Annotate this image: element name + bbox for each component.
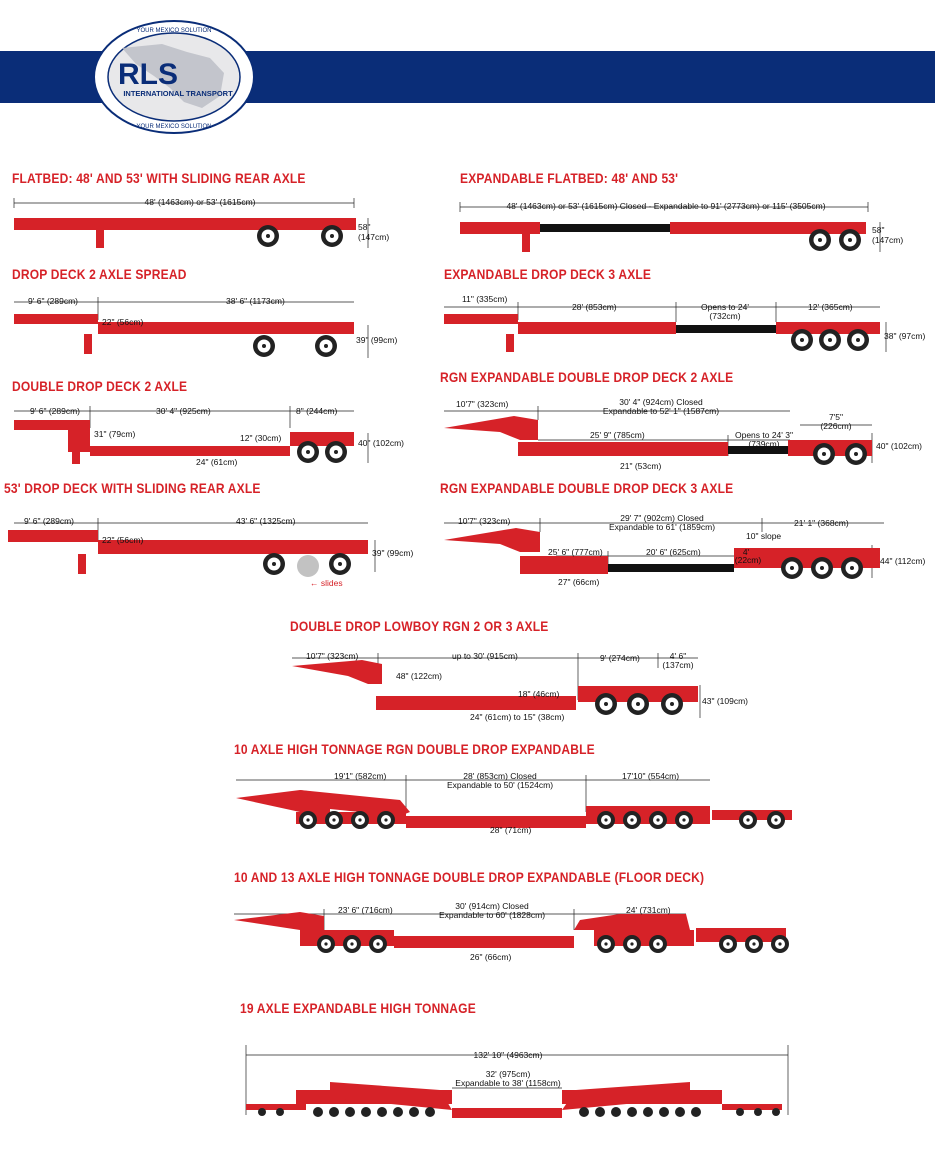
dim-label: 25' 6" (777cm) [548, 547, 603, 557]
dim-label: (226cm) [820, 421, 852, 431]
dim-label: Expandable to 52' 1" (1587cm) [602, 406, 720, 416]
dim-label: 18" (46cm) [518, 689, 560, 699]
mexico-map-icon [122, 44, 224, 108]
dim-label: 48' (1463cm) or 53' (1615cm) Closed - Ex… [506, 201, 826, 211]
dim-label: 10'7" (323cm) [456, 399, 509, 409]
dim-label: 43' 6" (1325cm) [236, 516, 296, 526]
dim-label: 58" [872, 225, 885, 235]
dim-label: 38' 6" (1173cm) [226, 296, 285, 306]
title-exp-flatbed: EXPANDABLE FLATBED: 48' AND 53' [460, 170, 679, 186]
dim-label: 9' (274cm) [600, 653, 640, 663]
dim-label: Opens to 24' [701, 302, 749, 312]
title-ten-axle: 10 AXLE HIGH TONNAGE RGN DOUBLE DROP EXP… [234, 741, 595, 757]
dim-label: 28" (71cm) [490, 825, 532, 835]
dim-label: 20' 6" (625cm) [646, 547, 701, 557]
dim-label: 9' 6" (289cm) [30, 406, 80, 416]
dim-label: up to 30' (915cm) [452, 651, 518, 661]
dim-label: 39" (99cm) [372, 548, 414, 558]
dim-label: 10" slope [746, 531, 782, 541]
dim-label: 9' 6" (289cm) [28, 296, 78, 306]
title-exp-dd3: EXPANDABLE DROP DECK 3 AXLE [444, 266, 652, 282]
dim-label: 40" (102cm) [358, 438, 405, 448]
dim-label: (732cm) [709, 311, 741, 321]
dim-label: 24" (61cm) [196, 457, 238, 467]
dim-label: 10'7" (323cm) [306, 651, 359, 661]
dim-label: 39" (99cm) [356, 335, 398, 345]
dim-label: 38" (97cm) [884, 331, 926, 341]
dim-label: 24' (731cm) [626, 905, 671, 915]
exp-flatbed-extension [540, 224, 670, 232]
title-dd2-spread: DROP DECK 2 AXLE SPREAD [12, 266, 187, 282]
dim-label: Expandable to 38' (1158cm) [455, 1078, 561, 1088]
dim-label: 29' 7" (902cm) Closed [620, 513, 704, 523]
dim-label: (739cm) [748, 439, 780, 449]
dim-label: 27" (66cm) [558, 577, 600, 587]
dim-label: 11" (335cm) [462, 294, 508, 304]
dim-label: 9' 6" (289cm) [24, 516, 74, 526]
dim-label: 4' 6" [669, 651, 687, 661]
dim-label: Expandable to 50' (1524cm) [446, 780, 554, 790]
dim-label: 30' (914cm) Closed [455, 901, 529, 911]
dim-label: 31" (79cm) [94, 429, 136, 439]
dim-label: 25' 9" (785cm) [590, 430, 645, 440]
dim-label: 30' 4" (924cm) Closed [619, 397, 703, 407]
rls-logo: YOUR MEXICO SOLUTION YOUR MEXICO SOLUTIO… [93, 20, 255, 134]
dim-label: 44" (112cm) [880, 556, 926, 566]
logo-subtitle: INTERNATIONAL TRANSPORT [123, 89, 233, 98]
dim-label: 4' [742, 547, 750, 557]
title-lowboy: DOUBLE DROP LOWBOY RGN 2 OR 3 AXLE [290, 618, 549, 634]
title-dd53: 53' DROP DECK WITH SLIDING REAR AXLE [4, 480, 261, 496]
dim-label: (22cm) [734, 555, 762, 565]
dim-label: 22" (56cm) [102, 317, 144, 327]
title-flatbed: FLATBED: 48' AND 53' WITH SLIDING REAR A… [12, 170, 306, 186]
logo-brand: RLS [118, 58, 178, 91]
dim-label: 132' 10" (4963cm) [473, 1050, 543, 1060]
dim-label: (137cm) [662, 660, 694, 670]
dim-label: 21' 1" (368cm) [794, 518, 849, 528]
flatbed-landing-gear [96, 230, 104, 248]
dim-label: 26" (66cm) [470, 952, 512, 962]
dim-label: 32' (975cm) [485, 1069, 531, 1079]
dim-label: 48' (1463cm) or 53' (1615cm) [144, 197, 256, 207]
dim-label: 8" (244cm) [296, 406, 338, 416]
dim-label: 24" (61cm) to 15" (38cm) [470, 712, 565, 722]
title-ten13-axle: 10 AND 13 AXLE HIGH TONNAGE DOUBLE DROP … [234, 869, 705, 885]
title-double-drop2: DOUBLE DROP DECK 2 AXLE [12, 378, 188, 394]
dim-label: 17'10" (554cm) [622, 771, 680, 781]
dim-label: 40" (102cm) [876, 441, 923, 451]
dim-label: Opens to 24' 3" [734, 430, 794, 440]
dim-label: Expandable to 61' (1859cm) [608, 522, 716, 532]
dim-label: Expandable to 60' (1828cm) [438, 910, 546, 920]
dim-label: 48" (122cm) [396, 671, 443, 681]
dim-label: 19'1" (582cm) [334, 771, 387, 781]
dim-label: 23' 6" (716cm) [338, 905, 393, 915]
dim-label: (147cm) [358, 232, 390, 242]
title-rgn-exp2: RGN EXPANDABLE DOUBLE DROP DECK 2 AXLE [440, 369, 734, 385]
slides-label: ← slides [310, 578, 343, 588]
dim-label: 30' 4" (925cm) [156, 406, 211, 416]
dim-label: 58" [358, 222, 371, 232]
flatbed-deck [14, 218, 356, 230]
dim-label: 21" (53cm) [620, 461, 662, 471]
dim-label: 22" (56cm) [102, 535, 144, 545]
dim-label: (147cm) [872, 235, 904, 245]
title-nineteen-axle: 19 AXLE EXPANDABLE HIGH TONNAGE [240, 1000, 476, 1016]
dim-label: 28' (853cm) [572, 302, 617, 312]
dim-label: 10'7" (323cm) [458, 516, 511, 526]
dim-label: 43" (109cm) [702, 696, 749, 706]
logo-ring-top: YOUR MEXICO SOLUTION [136, 28, 211, 34]
dim-label: 12" (30cm) [240, 433, 282, 443]
title-rgn-exp3: RGN EXPANDABLE DOUBLE DROP DECK 3 AXLE [440, 480, 734, 496]
dim-label: 12' (365cm) [808, 302, 853, 312]
dim-label: 28' (853cm) Closed [463, 771, 537, 781]
dim-label: 7'5" [828, 412, 844, 422]
logo-ring-bottom: YOUR MEXICO SOLUTION [136, 124, 211, 130]
